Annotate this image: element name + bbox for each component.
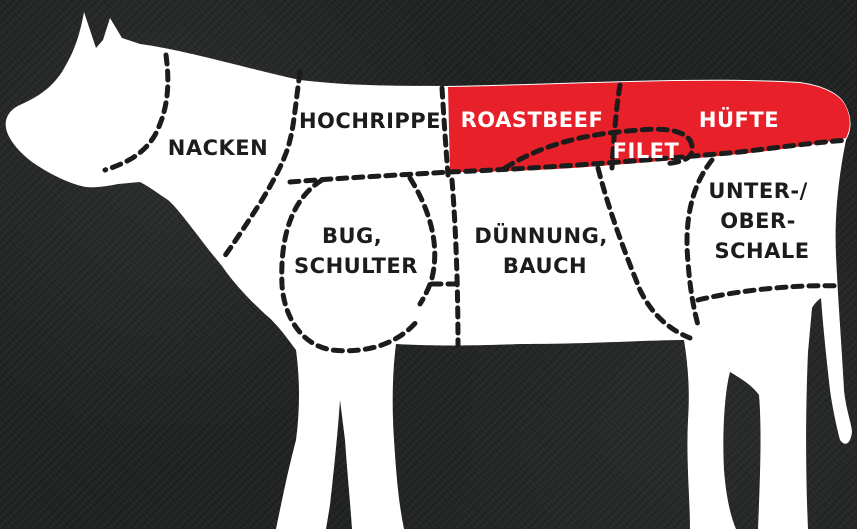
label-nacken: NACKEN: [168, 136, 268, 160]
label-unter-ober-schale: UNTER-/ OBER- SCHALE: [708, 179, 815, 263]
label-hochrippe: HOCHRIPPE: [299, 109, 441, 133]
label-filet: FILET: [613, 139, 680, 163]
label-roastbeef: ROASTBEEF: [461, 108, 604, 132]
label-huefte: HÜFTE: [699, 107, 779, 132]
